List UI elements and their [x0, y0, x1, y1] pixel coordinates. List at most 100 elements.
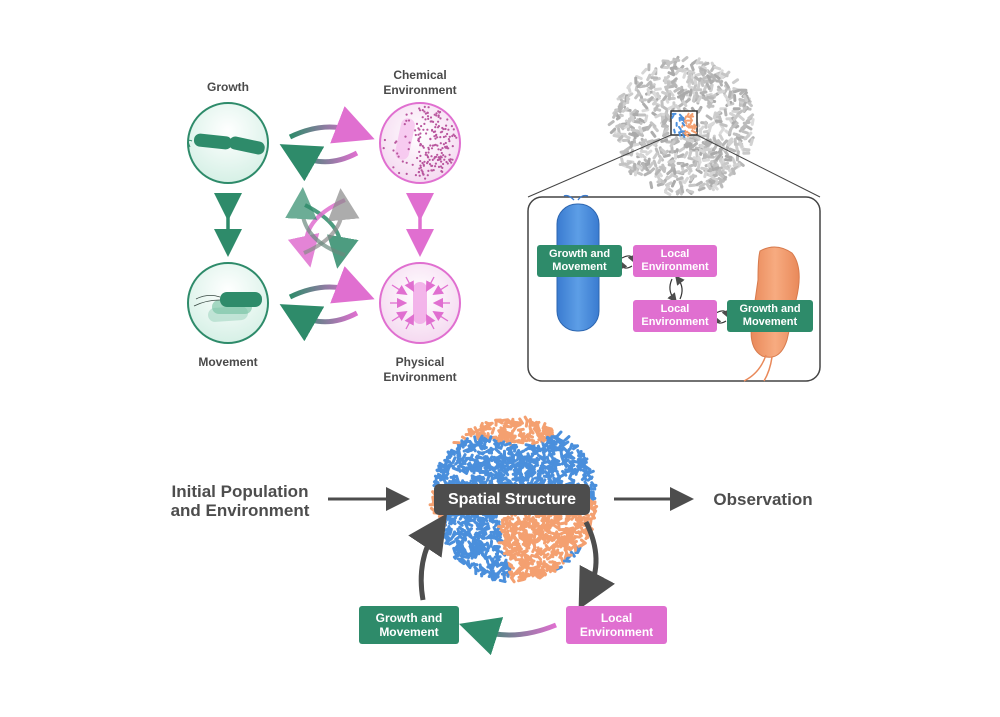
chemical-dot	[395, 140, 398, 143]
mixed-colony-cell	[528, 467, 536, 474]
mixed-colony-cell	[513, 545, 522, 551]
chemical-dot	[445, 124, 448, 127]
mixed-colony-cell	[475, 454, 484, 460]
initial-line2: and Environment	[170, 501, 310, 520]
colony-cell	[674, 151, 678, 160]
mixed-colony-cell	[546, 554, 554, 561]
colony-cell	[697, 155, 702, 164]
colony-cell	[635, 164, 643, 170]
mixed-colony-cell	[496, 418, 504, 425]
mixed-colony-cell	[489, 471, 494, 480]
mixed-colony-cell	[497, 429, 503, 437]
colony-cell	[741, 129, 749, 135]
chemical-dot	[448, 140, 451, 143]
movement-to-physical-arrow	[288, 266, 375, 304]
mixed-colony-cell	[471, 542, 480, 546]
colony-cell	[700, 95, 709, 101]
mixed-colony-cell	[559, 521, 568, 526]
colony-cell	[708, 170, 716, 177]
chemical-dot	[411, 163, 414, 166]
colony-cell	[635, 170, 643, 176]
colony-cell	[618, 92, 626, 99]
mixed-colony-cell	[577, 463, 583, 472]
growth-text: Growth	[207, 80, 249, 94]
chemical-dot	[437, 120, 440, 123]
growth-label: Growth	[198, 80, 258, 95]
mixed-colony-cell	[518, 433, 525, 440]
mixed-colony-cell	[508, 570, 514, 578]
mixed-colony-cell	[533, 478, 541, 485]
colony-cell	[686, 189, 695, 194]
colony-cell	[694, 72, 703, 77]
inset-orange-growth-box: Growth and Movement	[727, 300, 813, 332]
mixed-colony-cell	[495, 532, 502, 539]
colony-cell	[619, 149, 628, 154]
mixed-colony-cell	[553, 462, 562, 467]
chemical-dot	[446, 162, 449, 165]
colony-cell	[727, 90, 732, 99]
chemical-dot	[414, 129, 417, 132]
mixed-colony-cell	[539, 464, 548, 470]
mixed-colony-cell	[538, 471, 542, 480]
mixed-colony-cell	[582, 473, 588, 482]
colony-cell	[715, 153, 722, 161]
mixed-colony-cell	[520, 438, 529, 443]
colony-cell	[650, 130, 657, 138]
colony-cell	[626, 96, 630, 104]
colony-cell	[747, 113, 755, 120]
chemical-dot	[410, 112, 413, 115]
chemical-text-line1: Chemical	[393, 68, 447, 82]
colony-cell	[742, 94, 749, 103]
chemical-dot	[405, 161, 408, 164]
mixed-colony-cell	[512, 477, 521, 482]
mixed-colony-cell	[500, 518, 505, 527]
chemical-dot	[439, 136, 442, 139]
movement-circle	[187, 262, 269, 344]
chemical-dot	[424, 177, 427, 180]
colony-cell	[669, 140, 676, 148]
mixed-colony-cell	[549, 543, 556, 550]
colony-cell	[698, 125, 705, 133]
mixed-colony-cell	[500, 570, 509, 576]
spatial-to-local-arrow	[578, 520, 616, 610]
colony-cell	[749, 138, 754, 147]
chemical-dot	[419, 136, 422, 139]
colony-cell	[640, 138, 648, 145]
colony-cell	[732, 132, 741, 137]
chemical-dot	[419, 109, 422, 112]
chemical-dot	[450, 161, 453, 164]
colony-cell	[649, 181, 654, 190]
mixed-colony-cell	[473, 426, 479, 434]
chemical-dot	[428, 158, 431, 161]
colony-cell	[660, 99, 664, 108]
mixed-colony-cell	[447, 540, 456, 546]
mixed-colony-cell	[552, 520, 560, 526]
chemical-dot	[447, 138, 450, 141]
colony-cell	[664, 83, 670, 91]
mixed-colony-cell	[582, 515, 591, 521]
pressure-arrow	[404, 314, 415, 330]
mixed-colony-cell	[556, 472, 561, 480]
colony-cell	[638, 117, 646, 124]
colony-cell	[674, 104, 681, 112]
colony-cell	[662, 131, 670, 138]
colony-cell	[727, 140, 734, 147]
colony-cell	[681, 99, 688, 108]
mixed-colony-cell	[495, 464, 503, 470]
chemical-dot	[421, 116, 424, 119]
colony-cell	[659, 147, 667, 154]
colony-cell	[638, 125, 644, 134]
chemical-dot	[417, 127, 420, 130]
colony-cell	[626, 117, 632, 126]
colony-cell	[686, 138, 695, 143]
colony-cell	[686, 165, 693, 173]
mixed-colony-cell	[443, 472, 450, 480]
chemical-dot	[440, 160, 443, 163]
mixed-colony-cell	[562, 440, 570, 447]
colony-cell	[675, 176, 684, 181]
mixed-colony-cell	[541, 422, 547, 430]
chemical-dot	[407, 148, 410, 151]
colony-cell	[717, 147, 724, 154]
chemical-dot	[451, 145, 454, 148]
chemical-dot	[434, 137, 437, 140]
